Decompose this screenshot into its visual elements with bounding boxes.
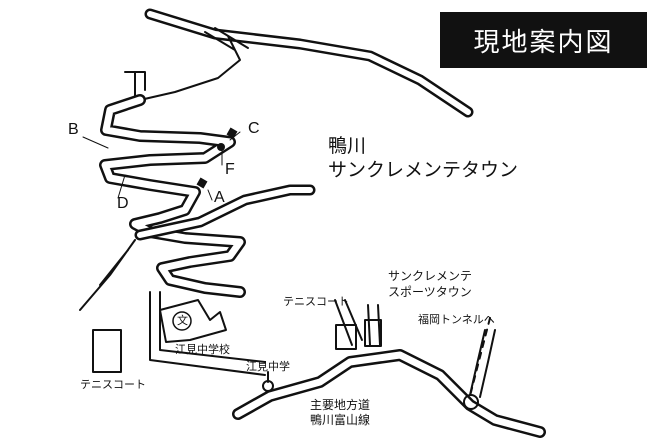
point-c-marker	[226, 127, 238, 139]
tunnel-dash	[469, 317, 491, 397]
point-c-label: C	[248, 120, 260, 137]
road-winding	[101, 96, 244, 296]
spur-road	[124, 71, 146, 99]
point-a-marker	[196, 177, 208, 189]
road-tunnel	[469, 329, 496, 398]
sports-town-label: サンクレメンテ スポーツタウン	[388, 269, 473, 299]
road-west	[79, 239, 136, 311]
junction-north	[139, 27, 249, 101]
road-name-label: 主要地方道 鴨川富山線	[310, 398, 371, 427]
bus-stop-label: 江見中学	[246, 360, 290, 373]
map-title: 現地案内図	[440, 12, 647, 68]
road-east-upper	[137, 187, 313, 238]
school-symbol: 文	[177, 314, 188, 327]
school-symbol-ring	[172, 311, 192, 331]
road-north	[147, 11, 471, 115]
tennis-court-east-label: テニスコート	[283, 295, 349, 308]
building-school	[159, 299, 227, 343]
road-main	[234, 351, 544, 436]
point-d-label: D	[117, 195, 129, 212]
tunnel-label: 福岡トンネルへ	[418, 313, 495, 326]
road-sports-town	[334, 299, 381, 346]
school-label: 江見中学校	[175, 343, 230, 356]
building-tennis-west	[92, 329, 122, 373]
point-f-label: F	[225, 161, 235, 178]
point-a-label: A	[214, 189, 225, 206]
destination-name: 鴨川 サンクレメンテタウン	[328, 135, 519, 181]
junction-marker	[463, 394, 479, 410]
leader-lines	[82, 131, 241, 201]
tennis-court-west-label: テニスコート	[80, 378, 146, 391]
building-tennis-east	[335, 324, 357, 350]
point-f-marker	[217, 143, 225, 151]
point-b-label: B	[68, 121, 79, 138]
building-sports	[364, 319, 382, 347]
